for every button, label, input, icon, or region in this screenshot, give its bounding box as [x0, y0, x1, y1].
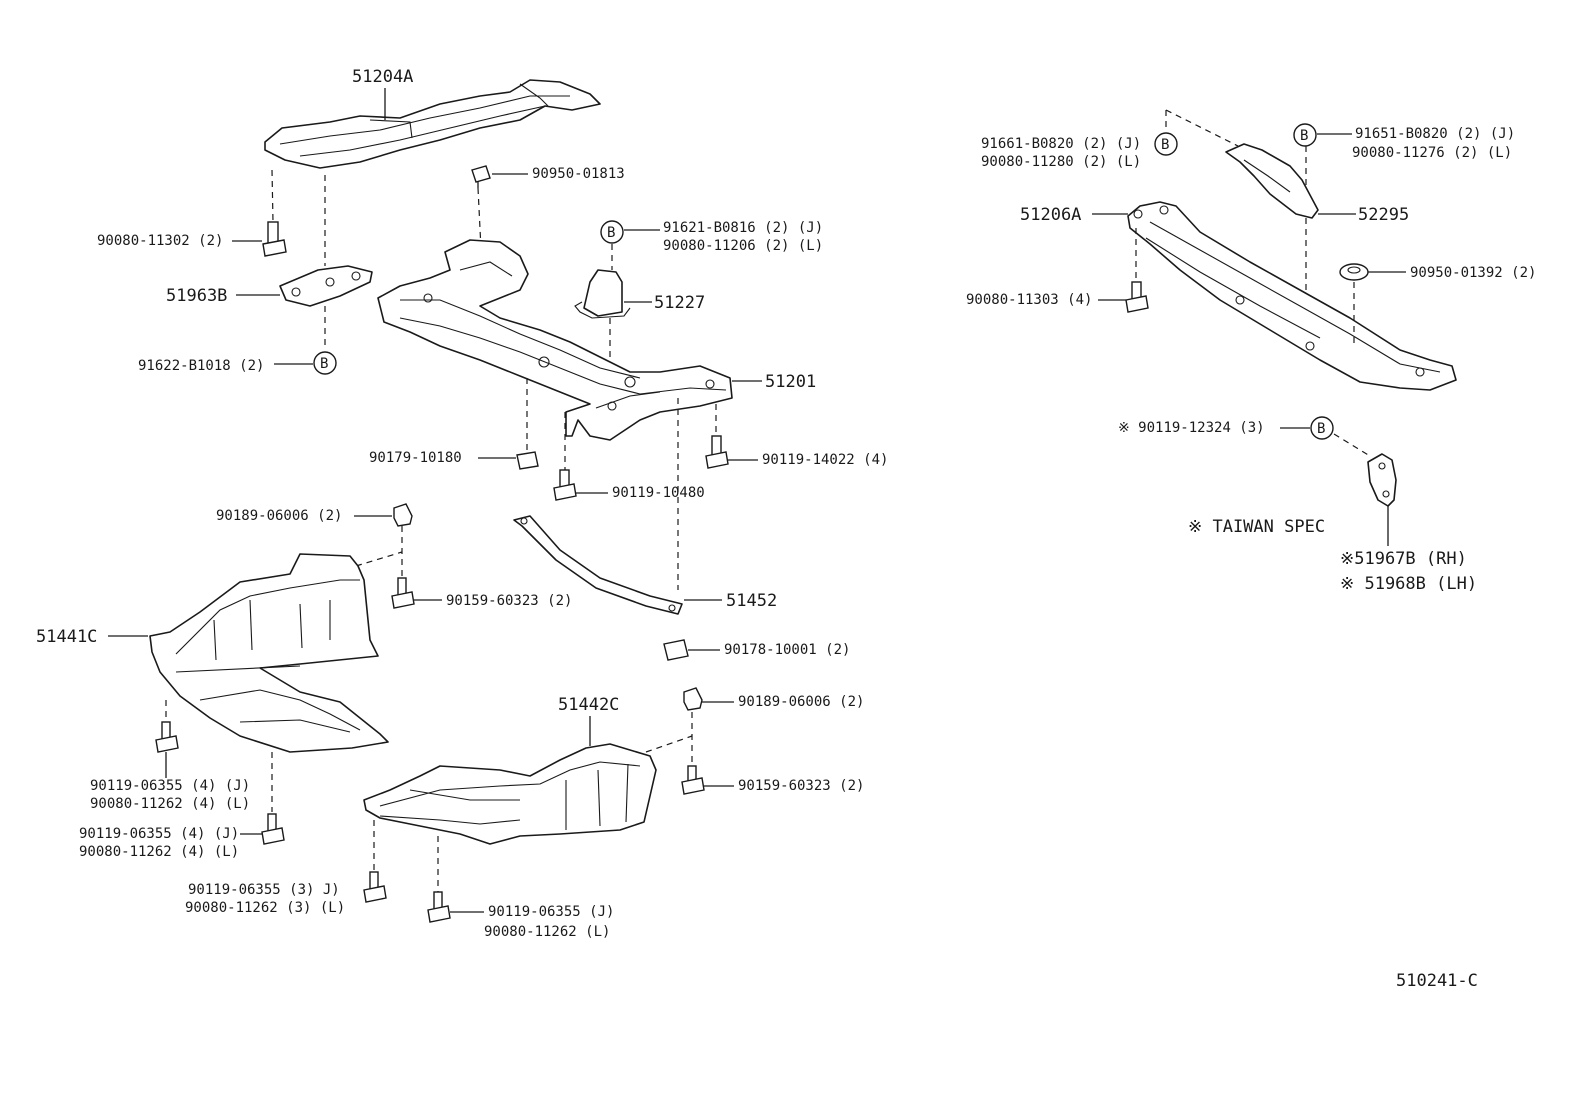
- part-51201-crossmember-illustration: [377, 239, 733, 441]
- label-90080-11262-d: 90080-11262 (L): [484, 924, 610, 940]
- label-51442C: 51442C: [558, 695, 619, 715]
- part-51452-brace-illustration: [513, 515, 683, 615]
- part-51204A-illustration: [264, 79, 601, 169]
- screw-90159-60323-b-icon: [681, 765, 705, 795]
- part-51967B-51968B-bracket-illustration: [1367, 453, 1397, 507]
- label-51201: 51201: [765, 372, 816, 392]
- nut-90179-10180-icon: [516, 451, 539, 470]
- label-90080-11280: 90080-11280 (2) (L): [981, 154, 1141, 170]
- bolt-90080-11302-icon: [262, 221, 287, 257]
- label-90080-11276: 90080-11276 (2) (L): [1352, 145, 1512, 161]
- label-90119-14022: 90119-14022 (4): [762, 452, 888, 468]
- label-51452: 51452: [726, 591, 777, 611]
- label-91651-B0820: 91651-B0820 (2) (J): [1355, 126, 1515, 142]
- callout-b-circle-1: [313, 351, 337, 375]
- label-51968B: ※ 51968B (LH): [1340, 574, 1477, 594]
- label-90189-06006-a: 90189-06006 (2): [216, 508, 342, 524]
- label-51206A: 51206A: [1020, 205, 1081, 225]
- label-90119-06355-a: 90119-06355 (4) (J): [90, 778, 250, 794]
- label-90119-06355-c: 90119-06355 (3) J): [188, 882, 340, 898]
- label-51204A: 51204A: [352, 67, 413, 87]
- label-51967B: ※51967B (RH): [1340, 549, 1467, 569]
- label-90178-10001: 90178-10001 (2): [724, 642, 850, 658]
- label-51441C: 51441C: [36, 627, 97, 647]
- callout-b-letter-5: B: [1317, 421, 1325, 437]
- label-90080-11262-a: 90080-11262 (4) (L): [90, 796, 250, 812]
- bolt-90119-06355-a-icon: [155, 721, 179, 753]
- part-51442C-under-cover-illustration: [363, 743, 657, 845]
- label-91622-B1018: 91622-B1018 (2): [138, 358, 264, 374]
- label-90080-11262-b: 90080-11262 (4) (L): [79, 844, 239, 860]
- callout-b-letter-4: B: [1300, 128, 1308, 144]
- part-51227-illustration: [574, 269, 631, 319]
- label-90119-12324: ※ 90119-12324 (3): [1118, 420, 1265, 436]
- label-90080-11302: 90080-11302 (2): [97, 233, 223, 249]
- bolt-90119-06355-d-icon: [427, 891, 451, 923]
- bolt-90080-11303-icon: [1125, 281, 1149, 313]
- callout-b-letter-3: B: [1161, 137, 1169, 153]
- clip-90189-06006-a-icon: [393, 503, 413, 527]
- label-90080-11303: 90080-11303 (4): [966, 292, 1092, 308]
- callout-b-circle-3: [1154, 132, 1178, 156]
- label-90119-06355-d: 90119-06355 (J): [488, 904, 614, 920]
- label-90119-06355-b: 90119-06355 (4) (J): [79, 826, 239, 842]
- bolt-90119-06355-b-icon: [261, 813, 285, 845]
- callout-b-letter-2: B: [607, 225, 615, 241]
- callout-b-circle-4: [1293, 123, 1317, 147]
- label-90159-60323-b: 90159-60323 (2): [738, 778, 864, 794]
- label-52295: 52295: [1358, 205, 1409, 225]
- label-90080-11262-c: 90080-11262 (3) (L): [185, 900, 345, 916]
- label-91621-B0816: 91621-B0816 (2) (J): [663, 220, 823, 236]
- screw-90159-60323-a-icon: [391, 577, 415, 609]
- part-51441C-under-cover-illustration: [149, 553, 389, 753]
- label-90950-01813: 90950-01813: [532, 166, 625, 182]
- bolt-90119-06355-c-icon: [363, 871, 387, 903]
- nut-90178-10001-icon: [663, 639, 689, 661]
- diagram-code: 510241-C: [1396, 971, 1478, 991]
- part-51206A-crossmember-illustration: [1127, 201, 1457, 391]
- bolt-90119-10480-icon: [553, 469, 577, 501]
- label-90950-01392: 90950-01392 (2): [1410, 265, 1536, 281]
- label-90179-10180: 90179-10180: [369, 450, 462, 466]
- label-90159-60323-a: 90159-60323 (2): [446, 593, 572, 609]
- grommet-90950-01813-icon: [471, 165, 491, 188]
- label-90119-10480: 90119-10480: [612, 485, 705, 501]
- bolt-90119-14022-icon: [705, 435, 729, 469]
- label-90189-06006-b: 90189-06006 (2): [738, 694, 864, 710]
- label-taiwan-spec: ※ TAIWAN SPEC: [1188, 517, 1325, 537]
- grommet-90950-01392-icon: [1339, 263, 1369, 281]
- callout-b-circle-2: [600, 220, 624, 244]
- callout-b-circle-5: [1310, 416, 1334, 440]
- label-91661-B0820: 91661-B0820 (2) (J): [981, 136, 1141, 152]
- label-51227: 51227: [654, 293, 705, 313]
- part-51963B-illustration: [279, 265, 373, 307]
- label-51963B: 51963B: [166, 286, 227, 306]
- label-90080-11206: 90080-11206 (2) (L): [663, 238, 823, 254]
- part-52295-bracket-illustration: [1225, 143, 1319, 219]
- callout-b-letter-1: B: [320, 356, 328, 372]
- clip-90189-06006-b-icon: [683, 687, 703, 711]
